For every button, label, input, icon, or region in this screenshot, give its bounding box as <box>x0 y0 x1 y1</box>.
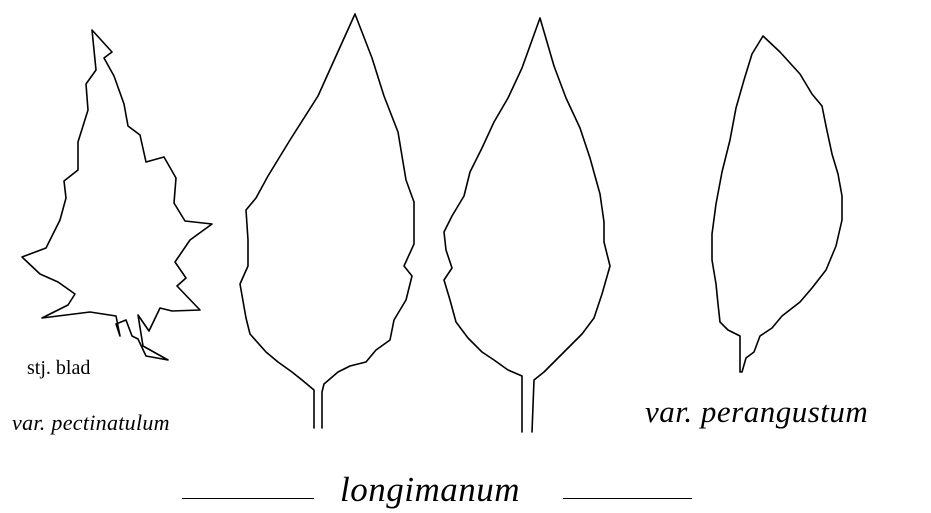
leaf-stem-pectinatulum <box>21 29 213 361</box>
leaf-longimanum-2 <box>443 17 611 433</box>
rule-right <box>563 498 692 499</box>
rule-left <box>182 498 314 499</box>
variety-perangustum-label: var. perangustum <box>645 394 869 429</box>
leaf-perangustum <box>711 35 843 373</box>
stem-leaf-label: stj. blad <box>27 357 91 379</box>
leaf-longimanum-1 <box>239 13 415 429</box>
variety-pectinatulum-label: var. pectinatulum <box>12 410 170 435</box>
longimanum-label: longimanum <box>340 470 520 509</box>
